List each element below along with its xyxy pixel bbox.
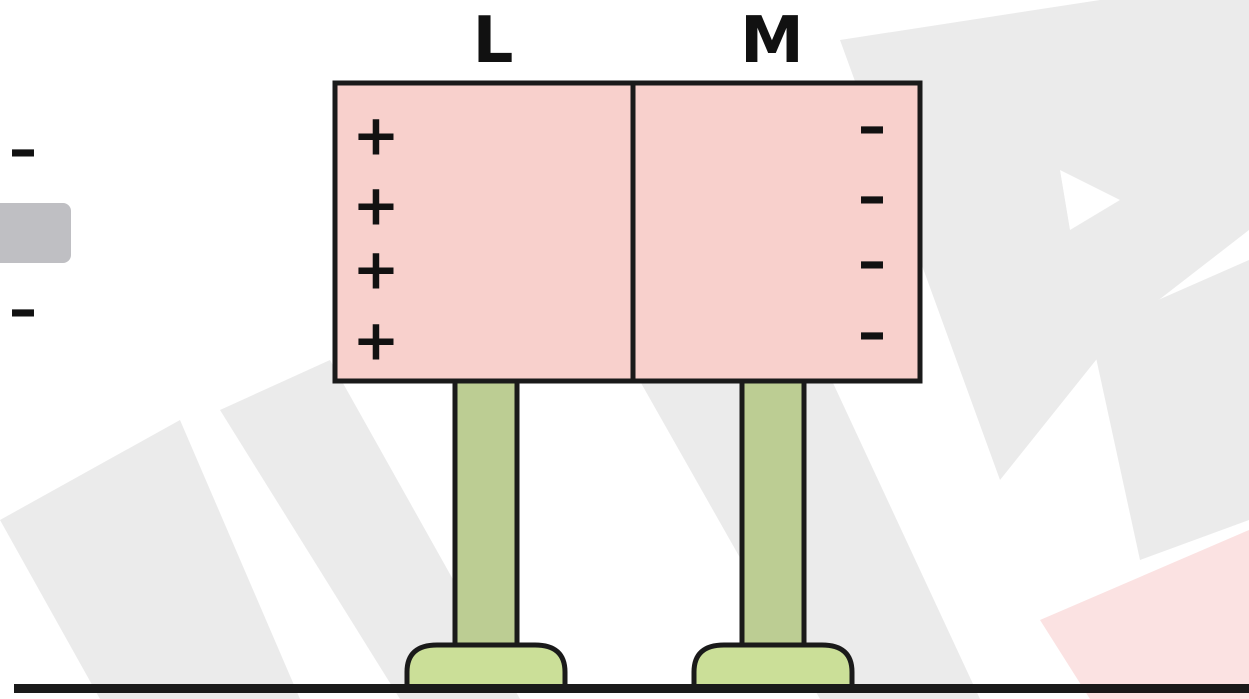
watermark-stripe bbox=[0, 420, 300, 699]
charge-l-4: + bbox=[353, 309, 400, 374]
charge-m-3: – bbox=[858, 230, 886, 295]
charge-m-1: – bbox=[858, 95, 886, 160]
label-l: L bbox=[473, 4, 514, 78]
charge-l-2: + bbox=[353, 174, 400, 239]
watermark-accent bbox=[1040, 530, 1249, 699]
charge-m-2: – bbox=[858, 165, 886, 230]
stand-post-m bbox=[739, 378, 807, 652]
charge-l-3: + bbox=[353, 238, 400, 303]
charge-m-4: – bbox=[858, 301, 886, 366]
watermark-stripe bbox=[840, 0, 1249, 480]
watermark-stripe bbox=[220, 360, 520, 699]
charge-l-1: + bbox=[353, 104, 400, 169]
edge-mark-top: – bbox=[9, 118, 37, 183]
stand-post-l bbox=[452, 378, 520, 652]
label-m: M bbox=[740, 4, 804, 78]
watermark-hole bbox=[1060, 170, 1120, 230]
stand-foot-m bbox=[691, 642, 855, 693]
edge-mark-bottom: – bbox=[9, 278, 37, 343]
ground-line bbox=[14, 684, 1249, 693]
block-m bbox=[630, 80, 923, 384]
watermark-stripe bbox=[1090, 260, 1249, 560]
stand-foot-l bbox=[404, 642, 568, 693]
block-l bbox=[332, 80, 636, 384]
edge-tab bbox=[0, 203, 71, 263]
